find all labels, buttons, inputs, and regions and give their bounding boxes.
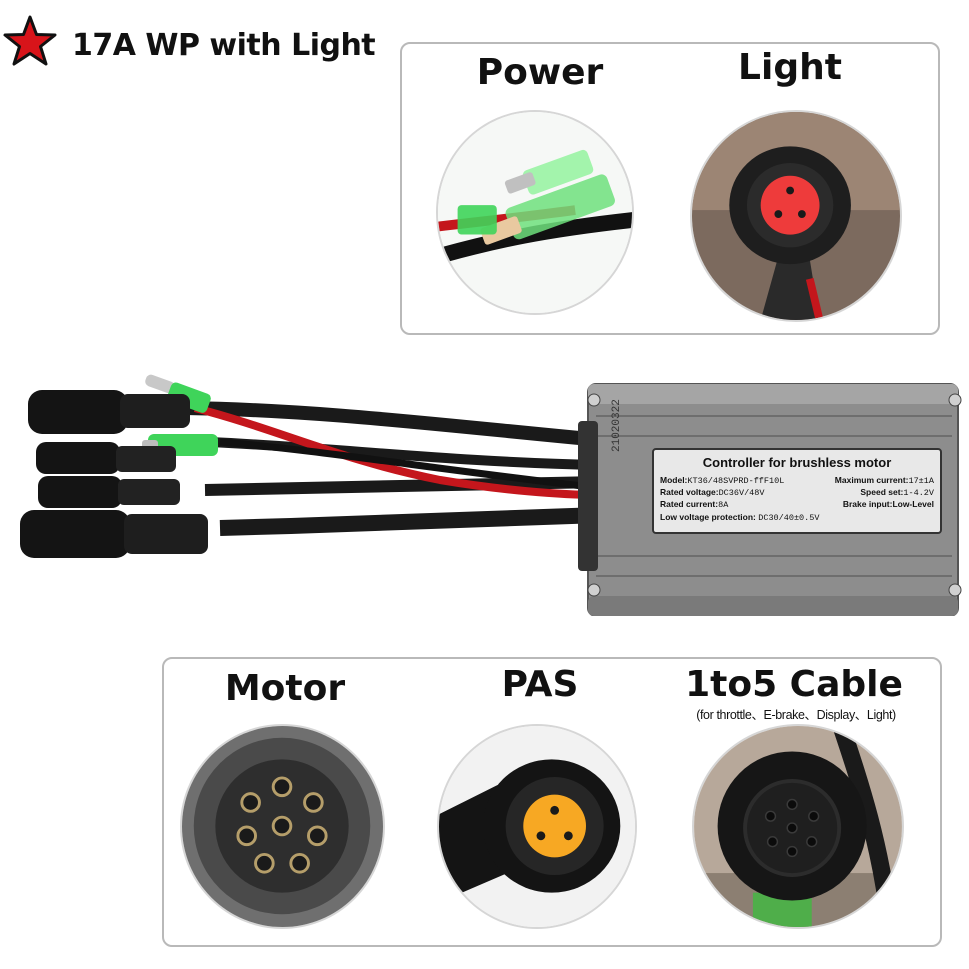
pas-label: PAS	[501, 664, 579, 705]
power-label: Power	[476, 52, 604, 93]
power-connector-photo	[436, 110, 634, 315]
serial-number: 21020322	[611, 399, 623, 452]
1to5-connector-icon	[694, 726, 902, 927]
power-connector-icon	[438, 112, 632, 313]
cable-power-black	[219, 438, 601, 492]
header: 17A WP with Light	[0, 0, 400, 80]
1to5-connector-photo	[692, 724, 904, 929]
pas-connector-icon	[439, 726, 635, 927]
motor-connector-photo	[180, 724, 385, 929]
spec-row: Rated current:8A Brake input:Low-Level	[660, 499, 934, 511]
light-connector-plug	[28, 390, 190, 434]
spec-title: Controller for brushless motor	[702, 455, 892, 470]
light-connector-icon	[692, 112, 900, 320]
motor-label: Motor	[224, 668, 346, 709]
cable-harness	[20, 374, 601, 558]
light-label: Light	[738, 47, 842, 88]
cable-sublabel: (for throttle、E-brake、Display、Light)	[696, 708, 896, 722]
1to5-connector-plug	[20, 510, 208, 558]
power-terminal-red	[145, 374, 211, 413]
cable-light	[184, 401, 601, 447]
spec-row: Low voltage protection: DC30/40±0.5V	[660, 511, 820, 523]
cable-1to5	[219, 507, 601, 536]
page-title: 17A WP with Light	[72, 28, 376, 63]
controller-spec-label: Controller for brushless motor Model:KT3…	[652, 448, 942, 534]
pas-connector-plug	[36, 442, 176, 474]
cable-label: 1to5 Cable	[685, 664, 903, 705]
spec-row: Rated voltage:DC36V/48V Speed set:1-4.2V	[660, 487, 934, 499]
motor-connector-plug	[38, 476, 180, 508]
star-icon	[3, 15, 57, 66]
light-connector-photo	[690, 110, 902, 322]
motor-connector-icon	[182, 726, 383, 927]
spec-row: Model:KT36/48SVPRD-ffF10L Maximum curren…	[660, 474, 934, 486]
pas-connector-photo	[437, 724, 637, 929]
cable-power-red	[193, 404, 601, 499]
